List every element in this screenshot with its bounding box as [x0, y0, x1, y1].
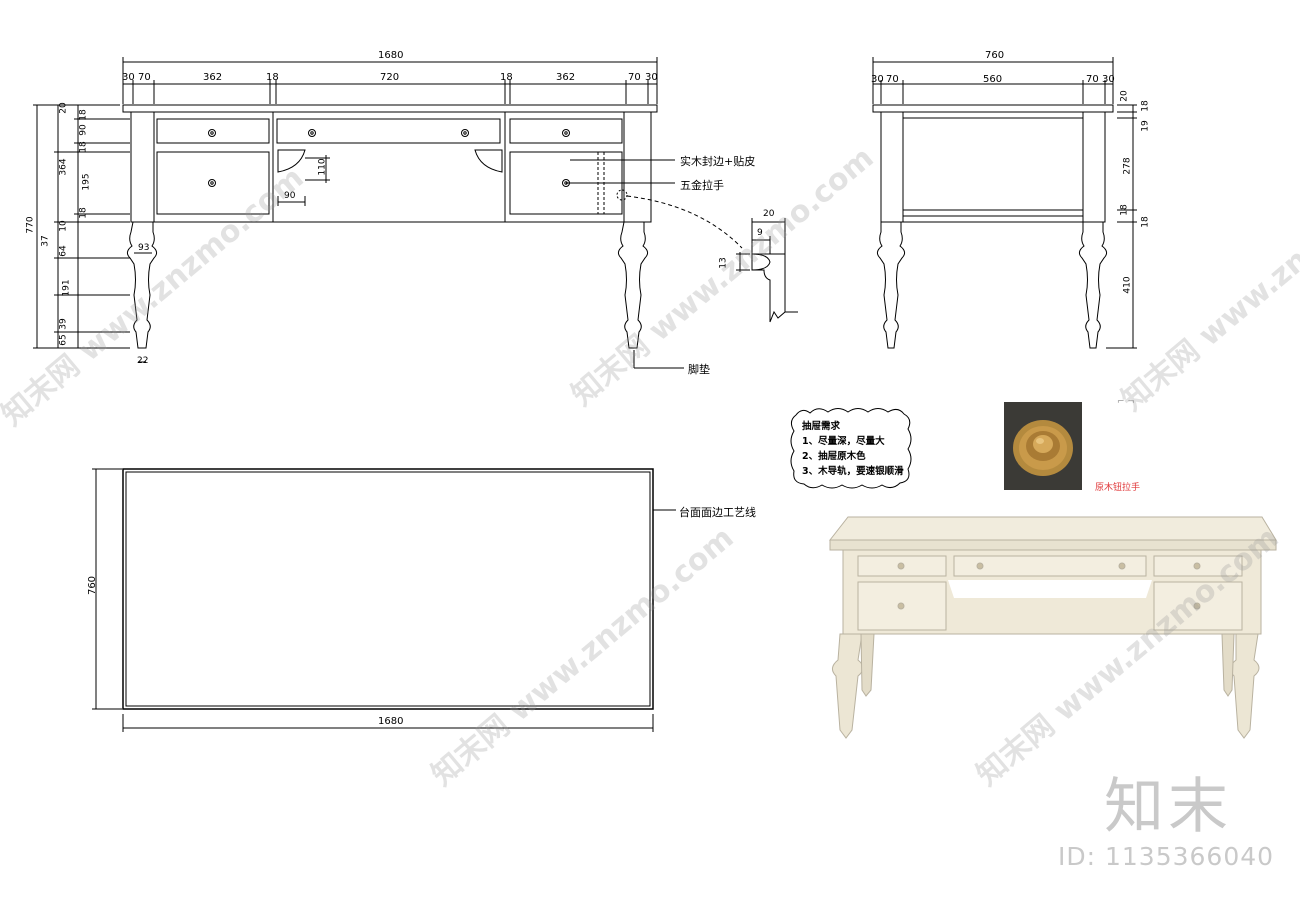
dim-front-top-4: 720: [380, 72, 400, 83]
dim-front-top-7: 70: [628, 72, 641, 83]
dim-front-top-1: 70: [138, 72, 151, 83]
label-handle: 五金拉手: [680, 179, 724, 192]
dim-front-left-10: 191: [61, 279, 72, 297]
edge-profile-detail: [736, 218, 798, 323]
dim-front-left-2: 90: [78, 124, 89, 136]
dim-front-top-0: 30: [122, 72, 135, 83]
knob-photo-caption: 原木钮拉手: [1095, 483, 1141, 493]
drawer-note: 抽屉需求 1、尽量深，尽量大 2、抽屉原木色 3、木导轨，要速银顺滑: [802, 419, 904, 479]
dim-front-top-3: 18: [266, 72, 279, 83]
dim-side-right-2: 19: [1140, 120, 1151, 132]
dim-front-left-0: 20: [58, 102, 69, 114]
dim-front-left-6: 18: [78, 207, 89, 219]
desk-photo: [828, 516, 1277, 739]
knob-photo: [1004, 402, 1082, 490]
label-top-edge-line: 台面面边工艺线: [679, 506, 756, 519]
dim-bracket-height: 110: [317, 158, 328, 176]
dim-front-left-4: 364: [58, 158, 69, 176]
dim-side-top-4: 30: [1102, 74, 1115, 85]
dim-side-right-0: 20: [1119, 90, 1130, 102]
front-elevation: [122, 104, 743, 369]
dim-side-right-6: 410: [1122, 276, 1133, 294]
crop-mark: ⌐ ¬: [1117, 397, 1135, 407]
drawer-note-item: 1、尽量深，尽量大: [802, 436, 885, 447]
dim-front-top-2: 362: [203, 72, 223, 83]
dim-detail-step: 9: [757, 228, 763, 238]
brand-logo: 知末: [1104, 772, 1232, 842]
dim-side-right-4: 18: [1119, 204, 1130, 216]
side-dimensions: [872, 57, 1137, 349]
dim-bracket-width: 90: [284, 191, 296, 201]
drawer-note-item: 2、抽屉原木色: [802, 451, 866, 462]
drawer-note-item: 3、木导轨，要速银顺滑: [802, 466, 904, 477]
dim-leg-width: 93: [138, 243, 150, 253]
dim-side-top-3: 70: [1086, 74, 1099, 85]
dim-plan-width: 1680: [378, 716, 404, 727]
plan-view: [92, 468, 676, 732]
note-cloud: [790, 408, 912, 489]
dim-side-top-2: 560: [983, 74, 1003, 85]
image-id: ID: 1135366040: [1058, 842, 1275, 871]
dim-front-left-7: 10: [58, 220, 69, 232]
label-foot-pad: 脚垫: [688, 363, 710, 376]
dim-side-right-3: 278: [1122, 157, 1133, 175]
dim-front-overall: 1680: [378, 50, 404, 61]
dim-front-left-5: 195: [81, 173, 92, 191]
dim-front-top-5: 18: [500, 72, 513, 83]
drawer-note-title: 抽屉需求: [802, 421, 841, 432]
dim-front-left-11: 39: [58, 318, 69, 330]
side-elevation: [872, 104, 1114, 349]
dim-plan-depth: 760: [87, 575, 99, 596]
dim-side-overall: 760: [985, 50, 1005, 61]
label-edge-band: 实木封边+贴皮: [680, 155, 756, 168]
front-dimensions: [33, 57, 658, 363]
front-knobs: [208, 129, 570, 187]
dim-front-left-8: 37: [40, 235, 51, 247]
dim-front-left-9: 64: [58, 245, 69, 257]
dim-detail-width: 20: [763, 209, 775, 219]
dim-front-left-1: 18: [78, 109, 89, 121]
dim-foot-width: 22: [137, 356, 149, 366]
dim-front-left-13: 770: [25, 216, 36, 234]
dim-side-top-0: 30: [871, 74, 884, 85]
dim-front-left-12: 65: [58, 334, 69, 346]
dim-detail-height: 13: [718, 257, 729, 269]
dim-side-right-5: 18: [1140, 216, 1151, 228]
knob-icon: [1013, 420, 1073, 476]
dim-front-left-3: 18: [78, 141, 89, 153]
dim-front-top-6: 362: [556, 72, 576, 83]
dim-side-right-1: 18: [1140, 100, 1151, 112]
dim-side-top-1: 70: [886, 74, 899, 85]
dim-front-top-8: 30: [645, 72, 658, 83]
